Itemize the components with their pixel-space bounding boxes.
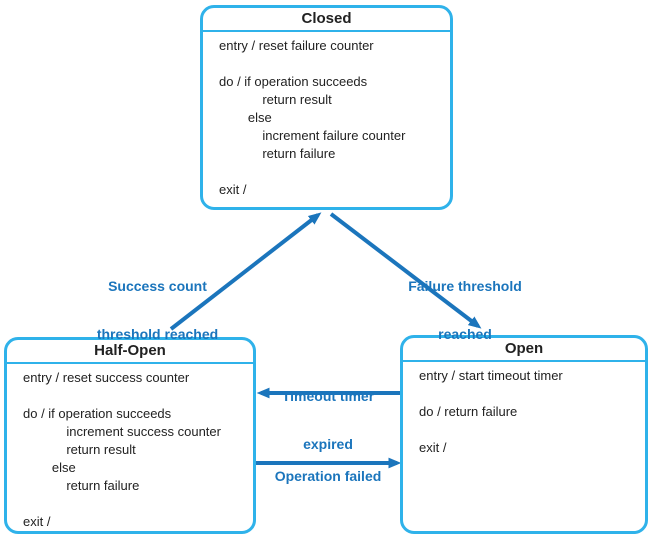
state-line: return result bbox=[23, 442, 136, 457]
state-line: return failure bbox=[219, 146, 336, 161]
state-line: entry / reset success counter bbox=[23, 370, 190, 385]
transition-label-failure-threshold-reached: Failure threshold reached bbox=[385, 246, 545, 374]
transition-label-line: threshold reached bbox=[96, 326, 219, 342]
state-line: entry / start timeout timer bbox=[419, 368, 563, 383]
transition-label-line: Success count bbox=[108, 278, 207, 294]
state-body-half-open: entry / reset success counter do / if op… bbox=[7, 364, 253, 531]
transition-label-timeout-timer-expired: Timeout timer expired bbox=[258, 356, 398, 484]
state-line: do / if operation succeeds bbox=[23, 406, 172, 421]
state-line bbox=[219, 163, 440, 181]
state-box-half-open: Half-Open entry / reset success counter … bbox=[4, 337, 256, 534]
state-title-open: Open bbox=[403, 338, 645, 362]
state-line: increment success counter bbox=[23, 424, 221, 439]
state-title-half-open: Half-Open bbox=[7, 340, 253, 364]
state-line: return failure bbox=[23, 478, 140, 493]
state-line bbox=[23, 495, 243, 513]
transition-label-success-count-threshold-reached: Success count threshold reached bbox=[70, 246, 245, 374]
state-line bbox=[219, 55, 440, 73]
state-line: increment failure counter bbox=[219, 128, 406, 143]
transition-label-line: Failure threshold bbox=[408, 278, 522, 294]
state-line bbox=[419, 385, 635, 403]
state-line: exit / bbox=[419, 440, 447, 455]
state-line: else bbox=[219, 110, 272, 125]
transition-label-line: Operation failed bbox=[274, 468, 382, 484]
state-line: else bbox=[23, 460, 76, 475]
transition-label-line: Timeout timer bbox=[281, 388, 375, 404]
state-line: do / if operation succeeds bbox=[219, 74, 368, 89]
transition-label-line: reached bbox=[438, 326, 492, 342]
state-body-closed: entry / reset failure counter do / if op… bbox=[203, 32, 450, 199]
state-line bbox=[23, 387, 243, 405]
state-line bbox=[419, 421, 635, 439]
state-title-closed: Closed bbox=[203, 8, 450, 32]
state-body-open: entry / start timeout timer do / return … bbox=[403, 362, 645, 457]
state-box-closed: Closed entry / reset failure counter do … bbox=[200, 5, 453, 210]
state-line: return result bbox=[219, 92, 332, 107]
state-box-open: Open entry / start timeout timer do / re… bbox=[400, 335, 648, 534]
state-line: exit / bbox=[23, 514, 51, 529]
state-line: do / return failure bbox=[419, 404, 518, 419]
state-line: exit / bbox=[219, 182, 247, 197]
transition-label-line: expired bbox=[303, 436, 353, 452]
state-line: entry / reset failure counter bbox=[219, 38, 374, 53]
transition-label-operation-failed: Operation failed bbox=[256, 436, 400, 516]
